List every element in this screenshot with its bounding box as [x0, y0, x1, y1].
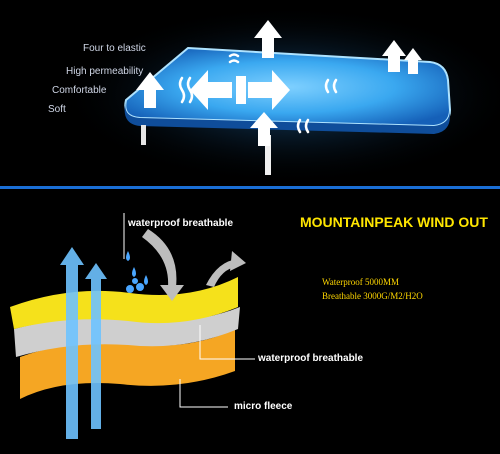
callout-line	[179, 379, 228, 408]
spec-line: Breathable 3000G/M2/H2O	[322, 291, 423, 301]
callout-line	[199, 325, 255, 360]
layer-callout: waterproof breathable	[128, 218, 234, 229]
spec-line: Waterproof 5000MM	[322, 277, 399, 287]
feature-label: Soft	[48, 104, 66, 115]
spec-label: Waterproof	[322, 277, 363, 287]
spec-value: 5000MM	[365, 277, 400, 287]
product-headline: MOUNTAINPEAK WIND OUT	[300, 214, 488, 230]
feature-label: Comfortable	[52, 85, 107, 96]
layer-callout: waterproof breathable	[258, 353, 364, 364]
feature-label: Four to elastic	[83, 43, 146, 54]
stretch-cross-icon	[190, 70, 290, 110]
panel-divider	[0, 186, 500, 189]
feature-label: High permeability	[66, 66, 144, 77]
fabric-layers-diagram	[10, 213, 255, 439]
spec-value: 3000G/M2/H2O	[363, 291, 423, 301]
elastic-fabric-illustration	[60, 5, 500, 185]
vapor-arrow-icon	[60, 247, 107, 439]
fabric-panel	[124, 46, 452, 128]
airflow-curve-icon	[142, 229, 246, 301]
water-drop-icon	[126, 251, 148, 293]
spec-label: Breathable	[322, 291, 361, 301]
layer-callout: micro fleece	[234, 401, 293, 412]
airflow-wave-icon	[178, 53, 338, 134]
up-arrow-icon	[136, 20, 422, 146]
